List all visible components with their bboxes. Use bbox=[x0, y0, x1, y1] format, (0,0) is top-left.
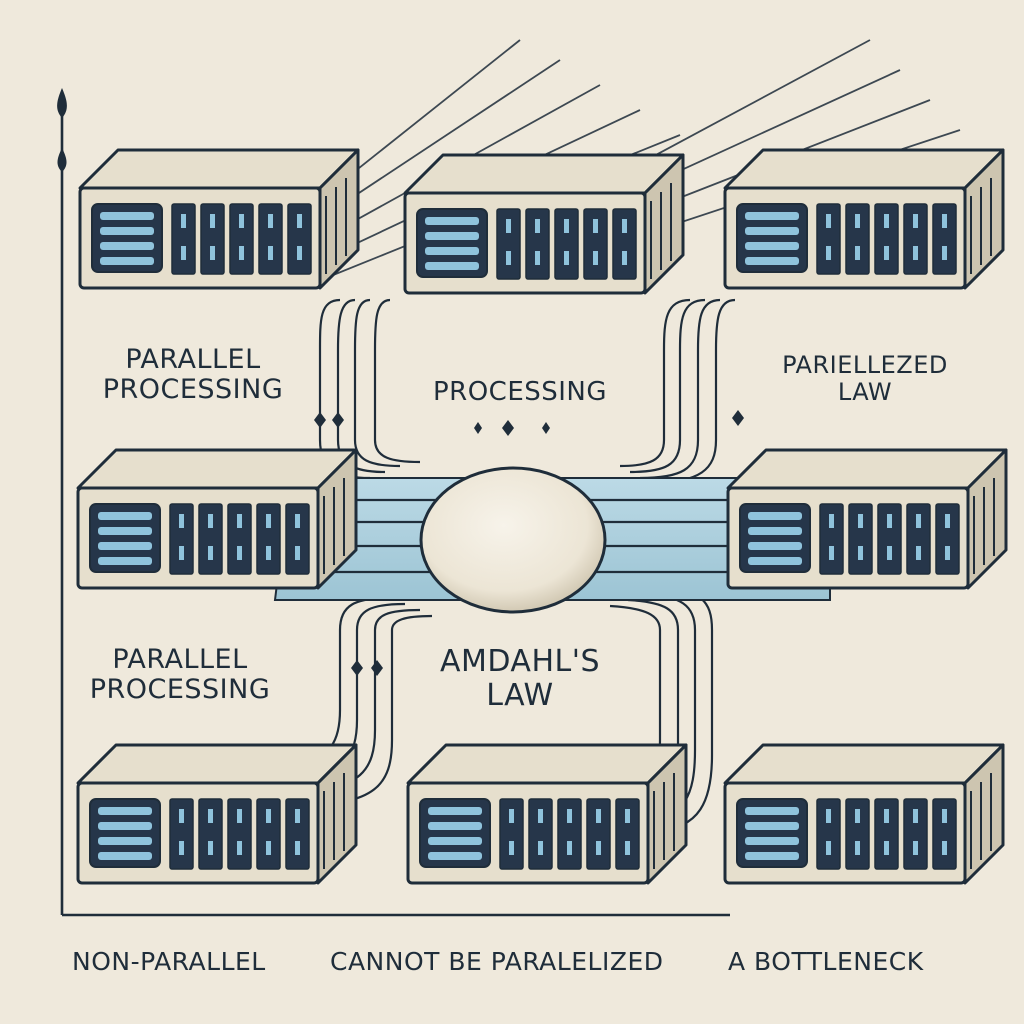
central-processor-orb-icon bbox=[419, 466, 607, 614]
server-racks bbox=[76, 148, 1008, 885]
diamond-connector-icon bbox=[502, 420, 514, 436]
diamond-connector-icon bbox=[332, 412, 344, 428]
arrow-up-icon bbox=[57, 88, 67, 118]
diamond-connector-icon bbox=[474, 422, 482, 434]
server-top-left bbox=[78, 148, 360, 290]
label-cannot-be-parallelized: CANNOT BE PARALELIZED bbox=[330, 947, 664, 976]
server-bottom-left bbox=[76, 743, 358, 885]
diamond-connectors bbox=[314, 410, 744, 676]
server-bottom-center bbox=[406, 743, 688, 885]
diamond-connector-icon bbox=[371, 660, 383, 676]
vertical-axis bbox=[60, 110, 730, 917]
diamond-connector-icon bbox=[351, 660, 363, 676]
server-mid-right bbox=[726, 448, 1008, 590]
server-mid-left bbox=[76, 448, 358, 590]
label-processing-top: PROCESSING bbox=[432, 377, 608, 407]
server-top-center bbox=[403, 153, 685, 295]
diamond-connector-icon bbox=[314, 412, 326, 428]
diamond-connector-icon bbox=[732, 410, 744, 426]
diamond-connector-icon bbox=[542, 422, 550, 434]
label-a-bottleneck: A BOTTLENECK bbox=[728, 947, 924, 976]
arrow-up-icon bbox=[57, 148, 67, 172]
server-top-right bbox=[723, 148, 1005, 290]
server-bottom-right bbox=[723, 743, 1005, 885]
label-non-parallel: NON-PARALLEL bbox=[72, 947, 266, 976]
